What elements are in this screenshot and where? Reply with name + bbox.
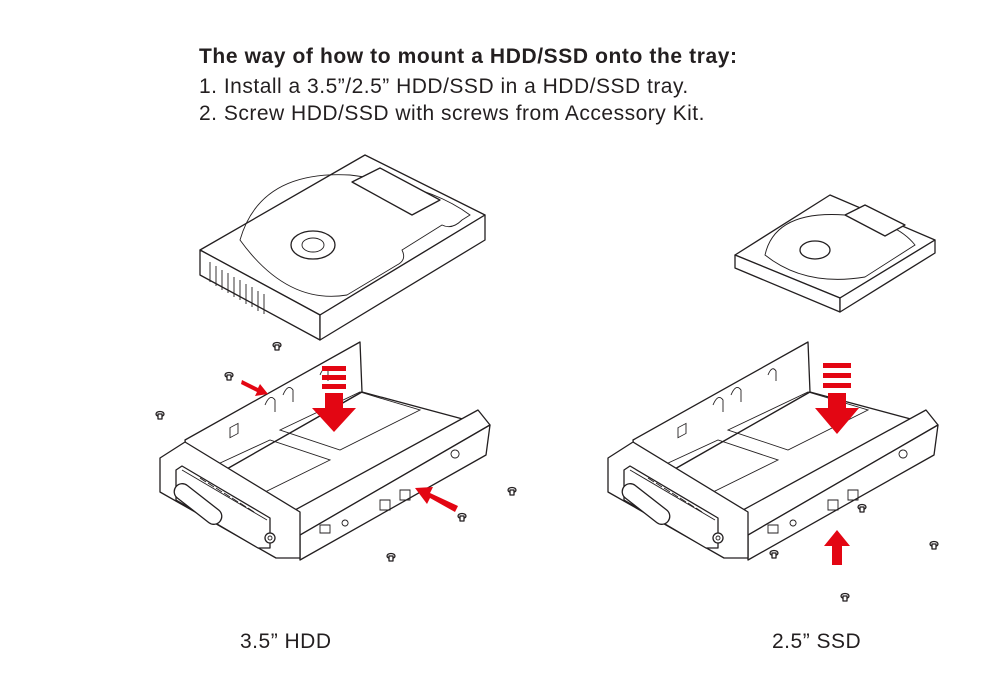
ssd-tray xyxy=(607,341,939,561)
ssd-arrows xyxy=(815,363,859,565)
hdd-3-5-drive xyxy=(199,154,486,341)
down-arrow-icon xyxy=(815,363,859,434)
instructions-title: The way of how to mount a HDD/SSD onto t… xyxy=(199,45,738,68)
step-2: 2. Screw HDD/SSD with screws from Access… xyxy=(199,102,705,125)
hdd-caption: 3.5” HDD xyxy=(240,630,332,653)
diagonal-arrow-icon xyxy=(241,380,268,396)
down-arrow-icon xyxy=(312,366,356,432)
up-arrow-icon xyxy=(824,530,850,565)
hdd-arrows xyxy=(241,366,458,512)
diagonal-arrow-icon xyxy=(415,487,458,512)
hdd-tray xyxy=(159,341,491,561)
ssd-caption: 2.5” SSD xyxy=(772,630,862,653)
ssd-2-5-drive xyxy=(734,194,936,313)
step-1: 1. Install a 3.5”/2.5” HDD/SSD in a HDD/… xyxy=(199,75,689,98)
